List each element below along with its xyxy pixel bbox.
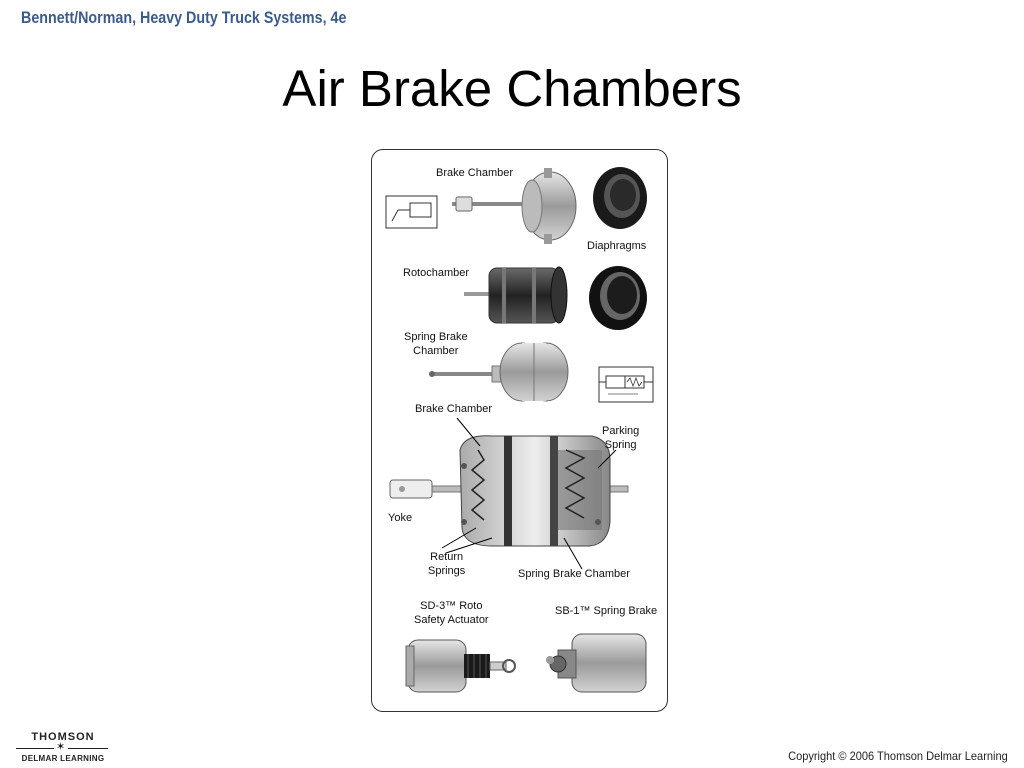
diaphragm-ring-photo	[589, 266, 647, 330]
publisher-logo: THOMSON ✶ DELMAR LEARNING	[12, 731, 114, 763]
label-parking-spring: Parking Spring	[602, 425, 640, 451]
label-sb1-spring-brake: SB-1™ Spring Brake	[555, 605, 658, 617]
label-sd3-actuator: SD-3™ Roto Safety Actuator	[414, 600, 489, 626]
sd3-actuator-photo	[405, 639, 516, 693]
cutaway-spring-brake-photo	[389, 417, 629, 570]
logo-thomson: THOMSON	[31, 731, 95, 743]
rotochamber-photo	[464, 266, 568, 324]
label-brake-chamber: Brake Chamber	[436, 167, 514, 179]
course-header: Bennett/Norman, Heavy Duty Truck Systems…	[21, 8, 347, 27]
star-icon: ✶	[56, 741, 66, 753]
logo-divider: ✶	[12, 741, 114, 753]
label-spring-brake-chamber-cutaway: Spring Brake Chamber	[518, 568, 630, 580]
spring-brake-chamber-photo	[429, 342, 569, 402]
label-diaphragms: Diaphragms	[587, 240, 647, 252]
figure-panel: Brake Chamber Diaphragms Rotochamber Spr…	[371, 149, 668, 712]
diaphragm-photo	[593, 167, 647, 229]
slide-title: Air Brake Chambers	[282, 60, 742, 117]
sb1-spring-brake-photo	[546, 633, 647, 693]
label-brake-chamber-cutaway: Brake Chamber	[415, 403, 493, 415]
spring-brake-symbol-icon	[598, 366, 654, 403]
label-yoke: Yoke	[388, 512, 413, 524]
brake-chamber-photo	[452, 168, 577, 244]
logo-delmar: DELMAR LEARNING	[21, 754, 105, 763]
label-rotochamber: Rotochamber	[403, 267, 470, 279]
brake-chamber-symbol-icon	[385, 195, 438, 229]
label-return-springs: Return Springs	[428, 551, 466, 577]
copyright-notice: Copyright © 2006 Thomson Delmar Learning	[788, 749, 1008, 763]
brake-chamber-illustration	[385, 167, 654, 693]
label-spring-brake-chamber: Spring Brake Chamber	[404, 331, 468, 357]
